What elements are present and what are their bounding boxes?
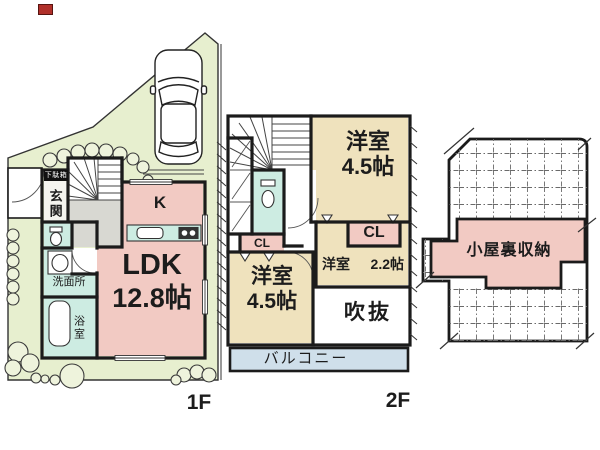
bedroom-upper-name: 洋室 (345, 129, 390, 154)
door-marks (239, 214, 399, 263)
floor2-fixtures (260, 179, 276, 209)
floor1-walls (7, 156, 207, 360)
floor2-rooms (230, 117, 408, 371)
bedroom-lower-name: 洋室 (251, 265, 293, 288)
closet-upper-label: CL (363, 224, 385, 241)
floor1-label: 1F (186, 391, 212, 414)
washroom-label: 洗面所 (52, 276, 86, 288)
floor2-closet-hatch (230, 140, 252, 232)
car-top-view (149, 49, 208, 165)
attic-plan (415, 127, 597, 350)
red-marker (38, 4, 53, 15)
bedroom-lower-size: 4.5帖 (246, 290, 298, 313)
bedroom-small-name: 洋室 (322, 256, 350, 272)
floor1-fixtures (47, 224, 202, 347)
floor2-exterior-ticks (409, 125, 418, 341)
bedroom-small-size: 2.2帖 (370, 256, 404, 272)
floor2-label: 2F (385, 389, 411, 412)
ldk-size: 12.8帖 (112, 283, 192, 313)
bathroom-label: 浴室 (72, 315, 85, 341)
balcony-label: バルコニー (263, 350, 349, 367)
shoe-cabinet-label: 下駄箱 (44, 170, 68, 181)
ldk-name: LDK (122, 249, 182, 281)
bedroom-upper-size: 4.5帖 (341, 154, 395, 179)
kitchen-label: K (153, 193, 167, 212)
entrance-label: 玄関 (47, 189, 63, 219)
bedroom-small-label: 洋室 2.2帖 (322, 257, 404, 272)
void-label: 吹抜 (344, 301, 392, 324)
floor2-walls (226, 114, 412, 373)
floor1-windows (114, 179, 208, 361)
attic-storage-label: 小屋裏収納 (466, 242, 552, 259)
closet-lower-label: CL (254, 236, 270, 250)
